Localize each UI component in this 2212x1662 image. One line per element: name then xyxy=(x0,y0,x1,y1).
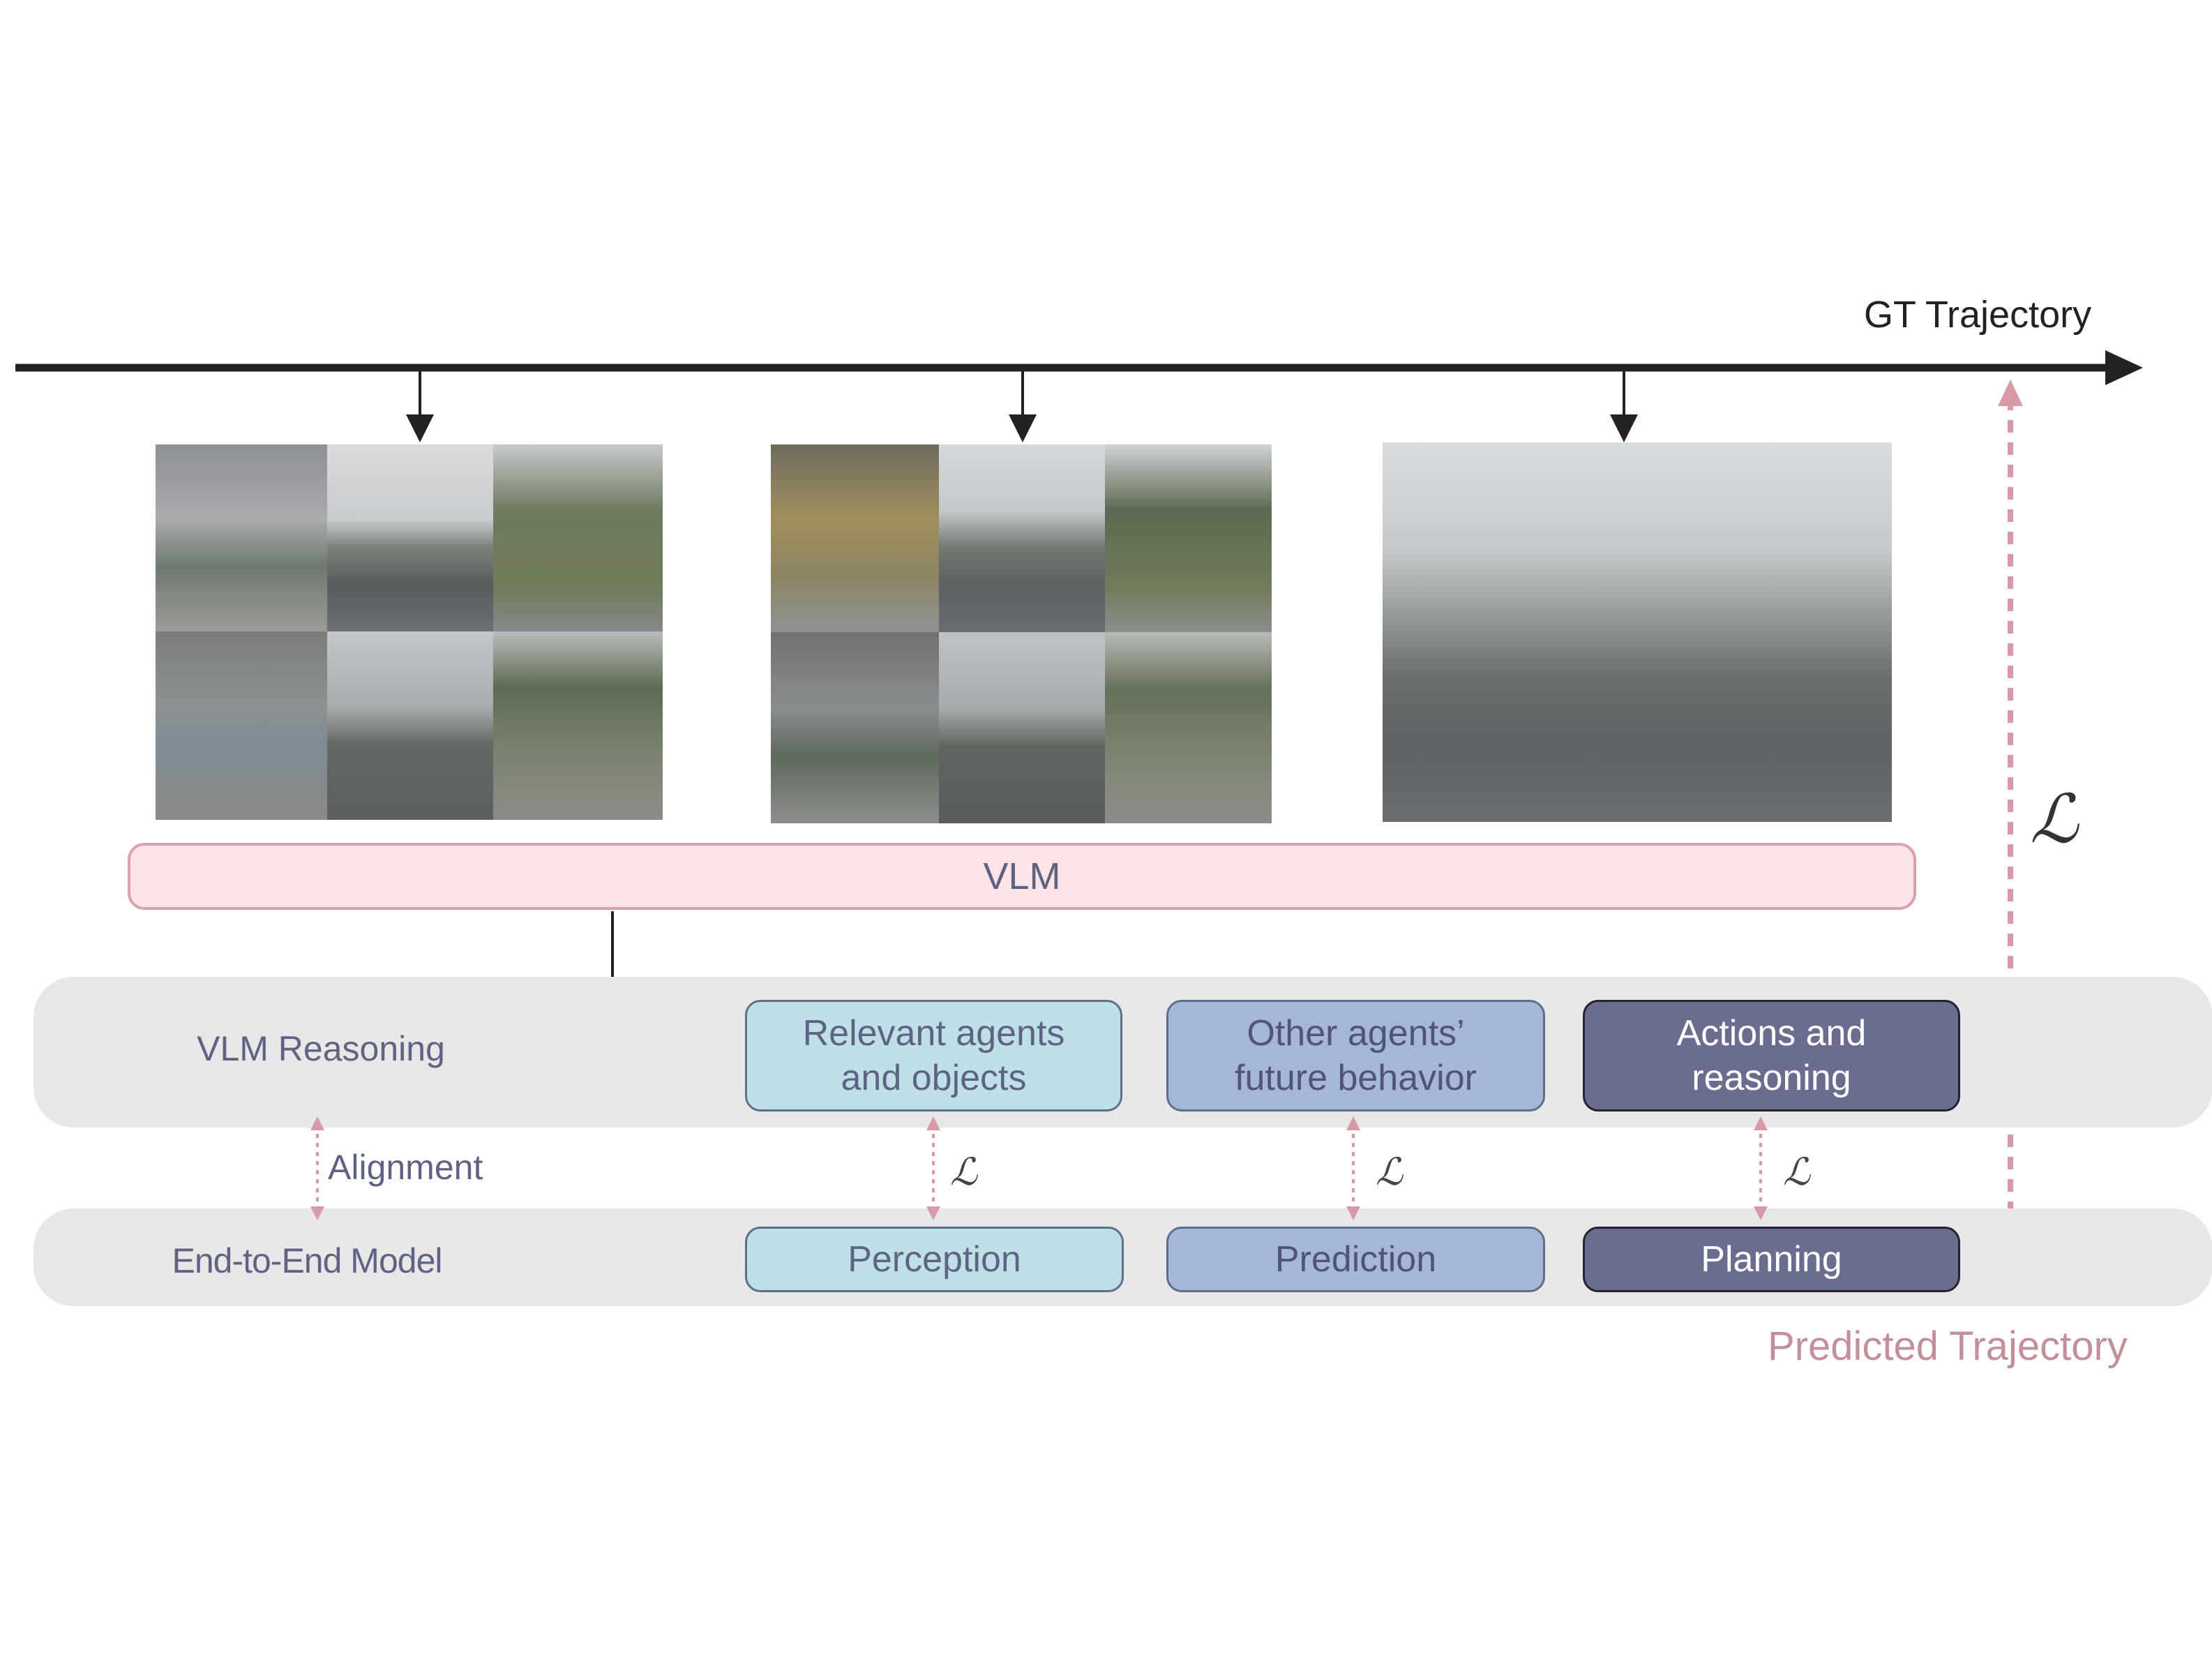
perception-box: Perception xyxy=(745,1227,1124,1292)
relevant-agents-text: Relevant agents and objects xyxy=(803,1011,1065,1100)
relevant-agents-box: Relevant agents and objects xyxy=(745,1000,1122,1111)
camera-image xyxy=(939,632,1105,823)
front-camera-image xyxy=(1383,442,1892,822)
other-agents-text: Other agents’ future behavior xyxy=(1235,1011,1477,1100)
loss-symbol-perception: ℒ xyxy=(950,1150,977,1194)
actions-reasoning-box: Actions and reasoning xyxy=(1583,1000,1960,1111)
loss-arrow-top xyxy=(1346,1116,1360,1130)
planning-box: Planning xyxy=(1583,1227,1960,1292)
camera-image xyxy=(1105,444,1272,632)
camera-image xyxy=(327,631,493,820)
camera-image xyxy=(156,631,327,820)
camera-image xyxy=(493,444,663,631)
camera-image xyxy=(327,444,493,631)
box-label-line: and objects xyxy=(841,1058,1027,1098)
loss-arrow-bottom xyxy=(926,1206,940,1220)
loss-arrow-bottom xyxy=(1346,1206,1360,1220)
gt-trajectory-arrowhead xyxy=(2105,350,2143,385)
actions-reasoning-text: Actions and reasoning xyxy=(1677,1011,1867,1100)
alignment-arrow-top xyxy=(310,1116,324,1130)
box-label-line: Actions and xyxy=(1676,1013,1867,1054)
predicted-trajectory-label: Predicted Trajectory xyxy=(1768,1324,2128,1369)
prediction-label: Prediction xyxy=(1274,1239,1437,1280)
loss-symbol-trajectory: ℒ xyxy=(2030,780,2079,858)
camera-image xyxy=(493,631,663,820)
box-label-line: Relevant agents xyxy=(802,1013,1065,1054)
other-agents-box: Other agents’ future behavior xyxy=(1166,1000,1545,1111)
loss-arrow-top xyxy=(1754,1116,1768,1130)
vlm-reasoning-label: VLM Reasoning xyxy=(197,1029,445,1068)
alignment-arrow-bottom xyxy=(310,1206,324,1220)
box-label-line: Other agents’ xyxy=(1247,1013,1465,1054)
planning-label: Planning xyxy=(1701,1239,1842,1280)
loss-symbol-planning: ℒ xyxy=(1783,1150,1810,1194)
loss-symbol-prediction: ℒ xyxy=(1376,1150,1403,1194)
camera-image xyxy=(939,444,1105,632)
camera-image xyxy=(156,444,327,631)
loss-arrow-top xyxy=(926,1116,940,1130)
vlm-block: VLM xyxy=(128,843,1916,910)
alignment-label: Alignment xyxy=(328,1148,483,1187)
camera-image xyxy=(771,632,939,823)
box-label-line: reasoning xyxy=(1692,1058,1851,1098)
camera-image xyxy=(1105,632,1272,823)
gt-trajectory-label: GT Trajectory xyxy=(1864,294,2092,336)
e2e-model-label: End-to-End Model xyxy=(172,1241,442,1280)
perception-label: Perception xyxy=(848,1239,1021,1280)
prediction-box: Prediction xyxy=(1166,1227,1545,1292)
vlm-label: VLM xyxy=(983,855,1061,897)
camera-image xyxy=(771,444,939,632)
loss-arrow-bottom xyxy=(1754,1206,1768,1220)
trajectory-loss-arrow-top xyxy=(1998,380,2023,406)
box-label-line: future behavior xyxy=(1235,1058,1477,1098)
